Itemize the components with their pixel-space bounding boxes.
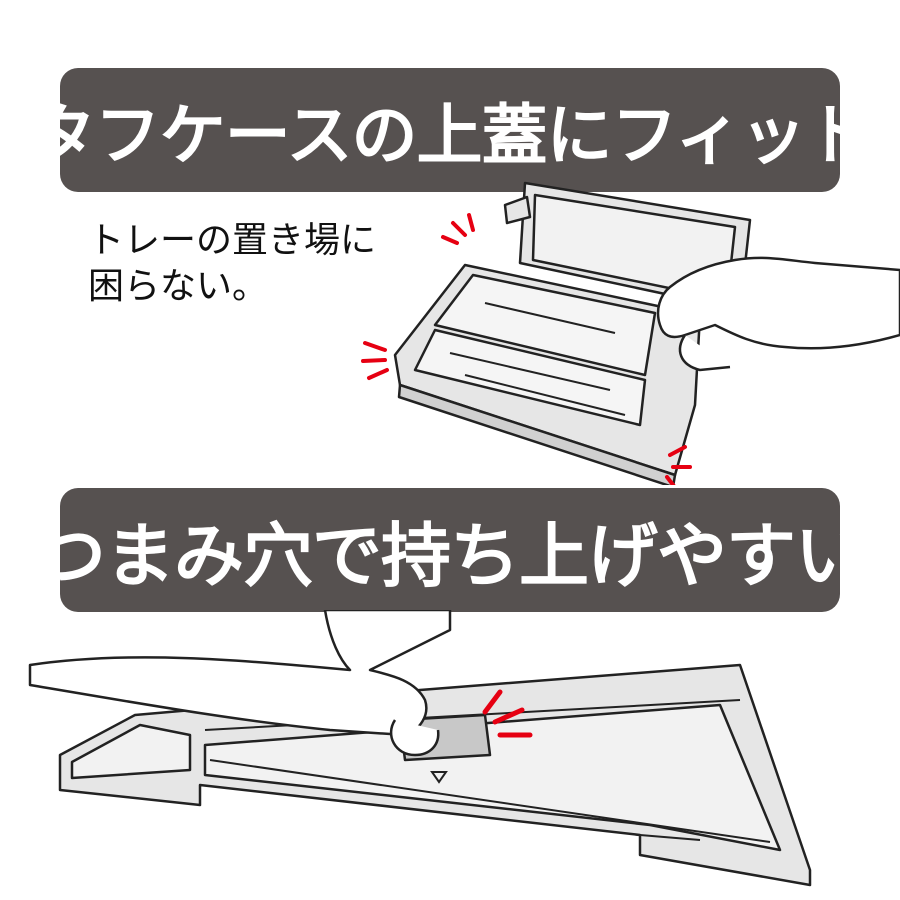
- headline-banner-bottom: つまみ穴で持ち上げやすい: [36, 488, 865, 612]
- tray-main-floor: [203, 703, 782, 852]
- arm-bottom: [28, 610, 452, 737]
- headline-banner-top: タフケースの上蓋にフィット: [30, 68, 871, 192]
- headline-bottom-text: つまみ穴で持ち上げやすい: [36, 514, 865, 597]
- tray-compartment-1: [433, 273, 657, 377]
- caption-line-2: 困らない。: [88, 266, 269, 307]
- click-marks-top: [361, 213, 692, 485]
- tray-lift-illustration: [28, 610, 812, 887]
- tray-compartment-2: [413, 328, 647, 427]
- case-lid-tray-illustration: [361, 181, 900, 485]
- case-hinge: [503, 195, 532, 225]
- triangle-marker: [430, 771, 448, 784]
- caption-line-1: トレーの置き場に: [88, 220, 377, 261]
- tray-front-lip: [397, 383, 677, 485]
- click-marks-bottom: [482, 689, 533, 738]
- tray-left-compartment: [70, 723, 192, 780]
- headline-top-text: タフケースの上蓋にフィット: [29, 97, 871, 174]
- caption-text: トレーの置き場に 困らない。: [88, 218, 376, 310]
- hand-top: [656, 256, 900, 350]
